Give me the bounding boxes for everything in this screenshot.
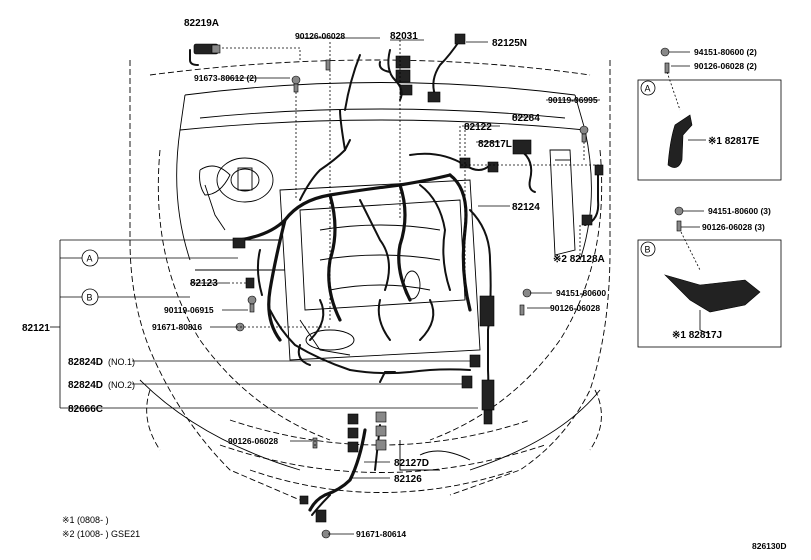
label-82124: 82124 xyxy=(512,202,540,213)
inset-a-circle-label: A xyxy=(645,84,651,94)
callout-circle-b: B xyxy=(81,288,99,306)
part-82126-end xyxy=(299,495,327,523)
label-90126-06028-mid: 90126-06028 xyxy=(550,303,600,313)
label-90119-06915: 90119-06915 xyxy=(164,305,214,315)
label-90126-06028-top: 90126-06028 xyxy=(295,31,345,41)
part-82824d-no2 xyxy=(379,371,473,389)
part-82123-connector xyxy=(232,237,255,289)
inset-b-part-label: ※1 82817J xyxy=(672,330,722,341)
car-body-outline xyxy=(129,59,611,501)
label-82126: 82126 xyxy=(394,474,422,485)
inset-a-part-label: ※1 82817E xyxy=(708,136,760,147)
label-91671-80614: 91671-80614 xyxy=(356,529,406,539)
label-82219a: 82219A xyxy=(184,18,219,29)
label-82666c: 82666C xyxy=(68,404,103,415)
label-82121: 82121 xyxy=(22,323,50,334)
label-91671-80816: 91671-80816 xyxy=(152,322,202,332)
label-82824d-no2: 82824D xyxy=(68,380,103,391)
part-82128a-harness xyxy=(581,164,604,226)
inset-b-label-2: 90126-06028 (3) xyxy=(702,222,765,232)
label-82122: 82122 xyxy=(464,122,492,133)
label-91673-80612: 91673-80612 (2) xyxy=(194,73,257,83)
part-82127d-connectors xyxy=(347,411,387,453)
part-82824d-no1 xyxy=(469,354,481,368)
label-82125n: 82125N xyxy=(492,38,527,49)
label-90126-06028-low: 90126-06028 xyxy=(228,436,278,446)
footnote-1: ※1 (0808- ) xyxy=(62,515,109,525)
inset-a: A xyxy=(637,47,782,181)
part-82219a-sensor xyxy=(189,43,221,66)
part-82666c-box xyxy=(479,295,495,425)
callout-a-label: A xyxy=(87,254,93,264)
diagram-code: 826130D xyxy=(752,541,787,551)
label-82123: 82123 xyxy=(190,278,218,289)
inset-a-label-1: 94151-80600 (2) xyxy=(694,47,757,57)
label-82284: 82284 xyxy=(512,113,540,124)
callout-circle-a: A xyxy=(81,249,99,267)
callout-b-label: B xyxy=(87,293,93,303)
label-82824d-no1: 82824D xyxy=(68,357,103,368)
inset-a-label-2: 90126-06028 (2) xyxy=(694,61,757,71)
part-82031-connector xyxy=(344,49,413,111)
label-82824d-no2-sub: (NO.2) xyxy=(108,380,135,390)
label-82128a: ※2 82128A xyxy=(553,254,605,265)
leader-lines xyxy=(50,37,600,535)
label-82127d: 82127D xyxy=(394,458,429,469)
label-82817l: 82817L xyxy=(478,139,512,150)
label-90119-06995: 90119-06995 xyxy=(548,95,598,105)
inset-b-circle-label: B xyxy=(645,245,651,255)
label-82031: 82031 xyxy=(390,31,418,42)
footnote-2: ※2 (1008- ) GSE21 xyxy=(62,529,140,539)
inset-b-label-1: 94151-80600 (3) xyxy=(708,206,771,216)
inset-b: B xyxy=(637,206,782,348)
part-82125n-cable xyxy=(427,33,466,103)
label-94151-80600: 94151-80600 xyxy=(556,288,606,298)
label-82824d-no1-sub: (NO.1) xyxy=(108,357,135,367)
